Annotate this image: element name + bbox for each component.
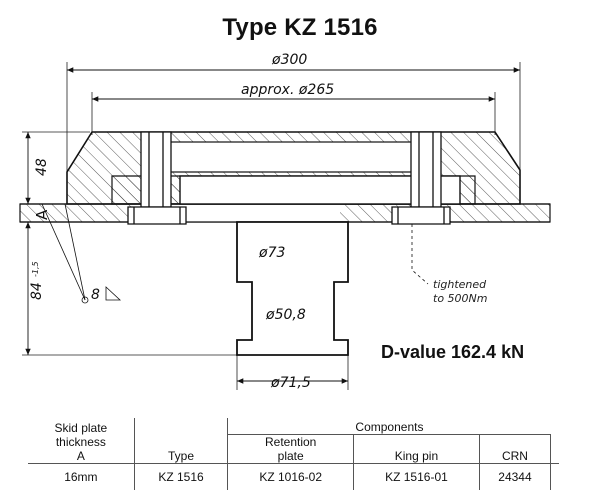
label-neck-height: 84 <box>29 282 45 300</box>
kingpin-technical-drawing: ø300 approx. ø265 48 A 84 -1,5 ø73 ø50,8… <box>19 52 551 391</box>
skid-plate <box>19 203 551 223</box>
torque-leader <box>411 224 429 285</box>
label-outer-diameter: ø300 <box>271 52 307 68</box>
note-torque-line1: tightened <box>433 278 487 291</box>
cell-type: KZ 1516 <box>134 463 229 490</box>
header-crn: CRN <box>479 434 552 464</box>
bolt-right <box>391 131 451 225</box>
header-skid-line1: Skid plate <box>28 418 135 435</box>
note-torque-line2: to 500Nm <box>433 292 487 305</box>
cell-retention-plate: KZ 1016-02 <box>227 463 355 490</box>
cell-thickness: 16mm <box>28 463 135 490</box>
bolt-left <box>127 131 187 225</box>
label-skid-a: A <box>33 209 51 220</box>
page-title: Type KZ 1516 <box>222 14 378 41</box>
cell-king-pin: KZ 1516-01 <box>353 463 480 490</box>
label-approx-diameter: approx. ø265 <box>241 82 334 98</box>
header-components: Components <box>227 418 551 435</box>
header-king-pin: King pin <box>353 434 480 464</box>
label-angle: 8 <box>91 287 100 303</box>
label-pin-diameter: ø50,8 <box>265 307 306 323</box>
label-height: 48 <box>34 158 50 176</box>
header-type: Type <box>134 434 229 464</box>
angle-construction <box>41 203 122 304</box>
cell-crn: 24344 <box>479 463 552 490</box>
table-row: 16mm KZ 1516 KZ 1016-02 KZ 1516-01 24344 <box>28 463 559 490</box>
label-head-diameter: ø71,5 <box>270 375 311 391</box>
housing <box>66 131 521 205</box>
king-pin <box>236 221 349 356</box>
d-value-label: D-value 162.4 kN <box>381 342 525 362</box>
label-neck-diameter: ø73 <box>258 245 285 261</box>
label-neck-height-tolerance: -1,5 <box>31 261 40 277</box>
